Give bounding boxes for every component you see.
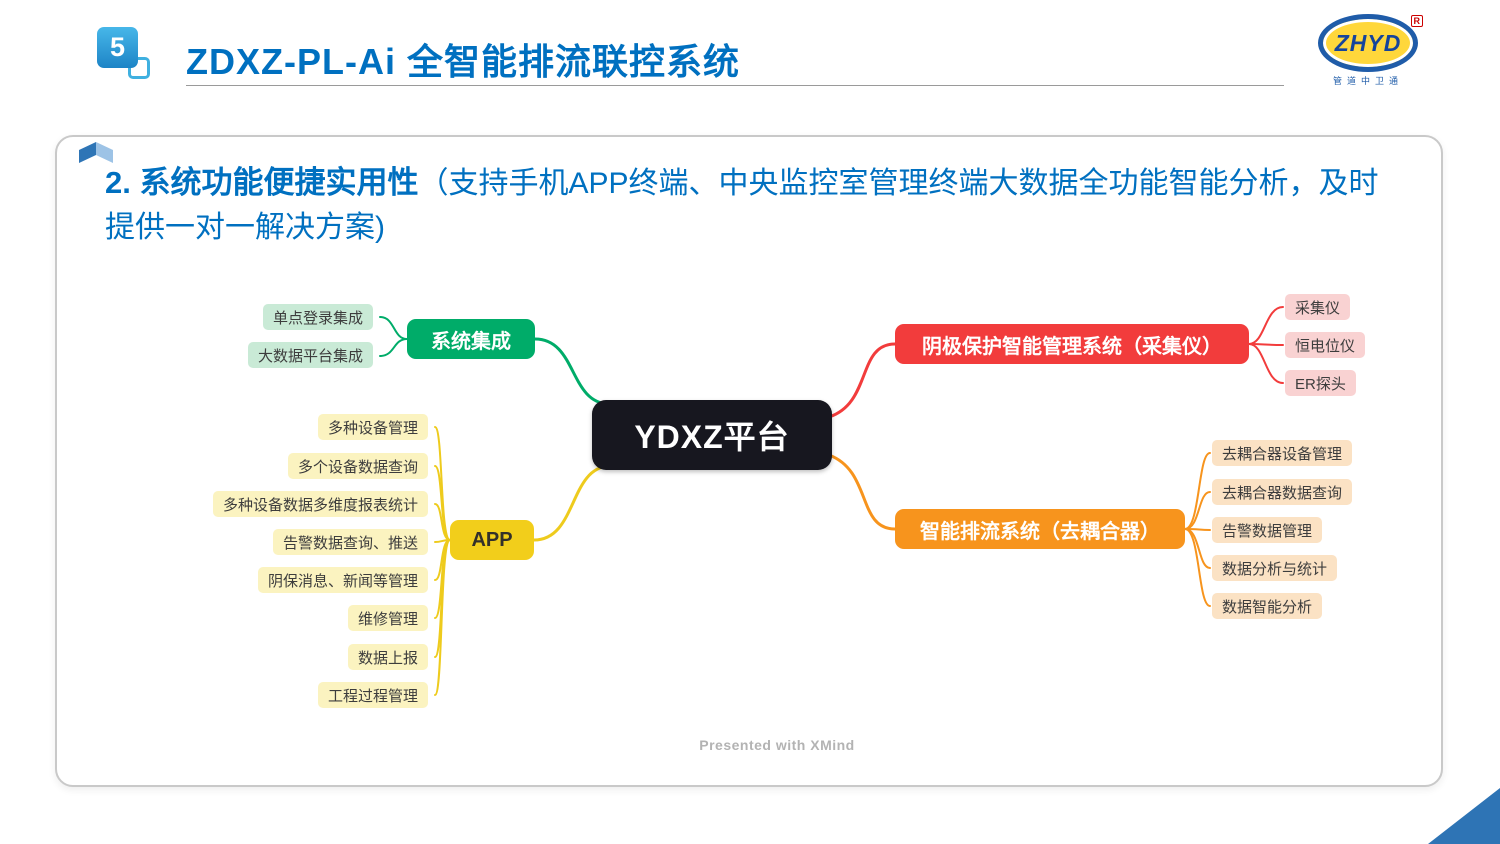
page-title: ZDXZ-PL-Ai 全智能排流联控系统 xyxy=(186,41,740,82)
mindmap-leaf: 数据分析与统计 xyxy=(1212,555,1338,581)
mindmap-leaf: ER探头 xyxy=(1285,370,1356,396)
mindmap-leaf: 告警数据查询、推送 xyxy=(272,529,428,555)
flag-icon xyxy=(77,140,115,173)
mindmap-leaf: 多个设备数据查询 xyxy=(287,453,428,479)
mindmap-leaf: 阴保消息、新闻等管理 xyxy=(257,567,428,593)
mindmap-leaf: 数据智能分析 xyxy=(1212,593,1323,619)
xmind-watermark: Presented with XMind xyxy=(699,737,855,753)
mindmap-leaf: 多种设备管理 xyxy=(317,414,428,440)
mindmap-leaf: 采集仪 xyxy=(1285,294,1351,320)
mindmap-leaf: 数据上报 xyxy=(347,644,428,670)
logo-ellipse: ZHYD R xyxy=(1318,14,1423,72)
mindmap-branch-system-integration: 系统集成 xyxy=(407,319,535,359)
mindmap-leaf: 单点登录集成 xyxy=(262,304,373,330)
mindmap-leaf: 维修管理 xyxy=(347,605,428,631)
corner-triangle-decoration xyxy=(1428,788,1500,844)
mindmap-branch-app: APP xyxy=(450,520,534,560)
mindmap-branch-cathodic-protection: 阴极保护智能管理系统（采集仪） xyxy=(895,324,1249,364)
slide-number-badge: 5 xyxy=(97,27,138,68)
mindmap-leaf: 告警数据管理 xyxy=(1212,517,1323,543)
mindmap-leaf: 工程过程管理 xyxy=(317,682,428,708)
mindmap-leaf: 大数据平台集成 xyxy=(247,342,373,368)
mindmap-central-topic: YDXZ平台 xyxy=(592,400,832,470)
section-heading-bold: 2. 系统功能便捷实用性 xyxy=(105,165,419,200)
section-heading-rest: （支持手机APP终端、中央监控室管理终端大数据全功能智能分析，及时提供一对一解决… xyxy=(105,167,1379,244)
title-divider xyxy=(186,85,1284,86)
mindmap-leaf: 去耦合器数据查询 xyxy=(1212,479,1353,505)
company-logo: ZHYD R 管道中卫通 xyxy=(1318,14,1423,87)
mindmap-connectors xyxy=(379,306,1284,696)
mindmap-branch-smart-drainage: 智能排流系统（去耦合器） xyxy=(895,509,1185,549)
mindmap-leaf: 多种设备数据多维度报表统计 xyxy=(212,491,428,517)
mindmap-leaf: 恒电位仪 xyxy=(1285,332,1366,358)
section-heading: 2. 系统功能便捷实用性（支持手机APP终端、中央监控室管理终端大数据全功能智能… xyxy=(105,161,1405,249)
logo-text: ZHYD xyxy=(1334,29,1402,56)
logo-caption: 管道中卫通 xyxy=(1332,76,1403,86)
mindmap-leaf: 去耦合器设备管理 xyxy=(1212,440,1353,466)
registered-trademark-icon: R xyxy=(1410,15,1423,27)
content-panel: 2. 系统功能便捷实用性（支持手机APP终端、中央监控室管理终端大数据全功能智能… xyxy=(55,135,1443,787)
